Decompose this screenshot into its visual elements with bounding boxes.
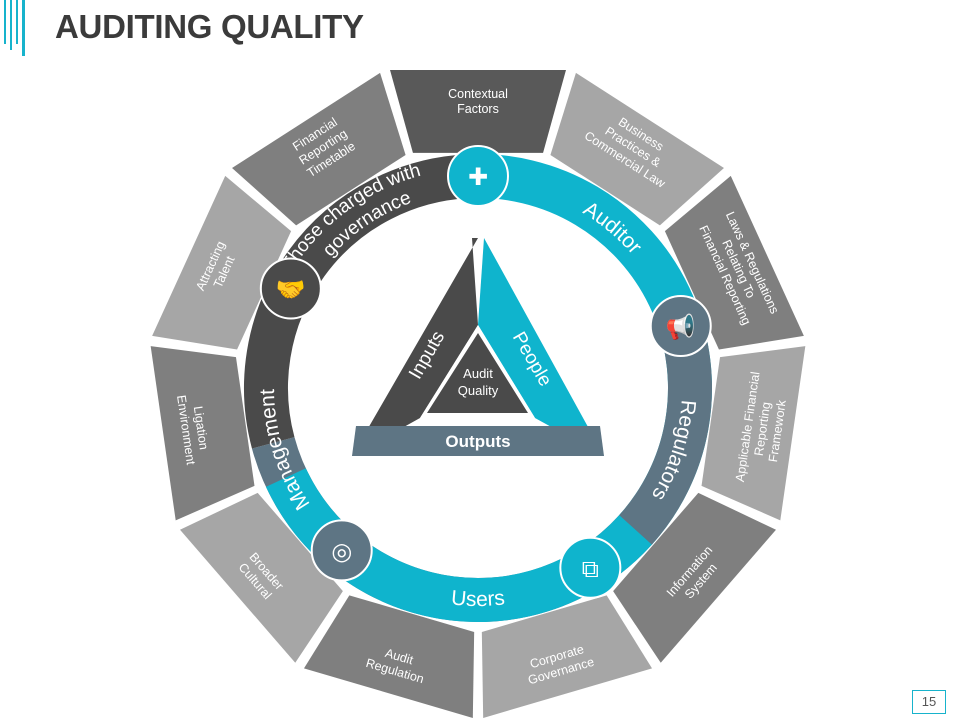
outer-segment bbox=[303, 595, 475, 718]
outer-segment bbox=[152, 175, 292, 350]
icon-disc bbox=[447, 145, 509, 207]
ring-label-users: Users bbox=[450, 586, 506, 611]
icon-disc bbox=[310, 519, 373, 582]
icon-disc bbox=[649, 295, 712, 358]
outer-segment-label-line: Contextual bbox=[448, 87, 508, 101]
outer-segment bbox=[550, 72, 724, 226]
triangle-label-center: Audit bbox=[463, 366, 493, 381]
megaphone-icon: 📢 bbox=[666, 313, 696, 341]
puzzle-pieces-icon: ⧉ bbox=[582, 555, 599, 583]
outer-segment bbox=[481, 595, 653, 718]
outer-segment bbox=[232, 72, 406, 226]
title-accent-bars bbox=[4, 0, 25, 56]
outer-segment bbox=[180, 492, 343, 663]
icon-disc bbox=[559, 536, 622, 599]
outer-segment-label: FinancialReportingTimetable bbox=[288, 114, 358, 180]
outer-segment bbox=[613, 492, 776, 663]
triangle-inputs bbox=[352, 238, 478, 456]
triangle-label-center: Quality bbox=[458, 383, 499, 398]
outer-segment bbox=[701, 346, 806, 521]
puzzle-piece-icon: ✚ bbox=[468, 163, 488, 191]
icon-disc bbox=[259, 257, 322, 320]
page-title: AUDITING QUALITY bbox=[55, 8, 364, 45]
triangle-label-outputs: Outputs bbox=[445, 432, 510, 451]
triangle-outputs bbox=[352, 426, 604, 456]
outer-segment-label-line: Ligation bbox=[191, 405, 211, 450]
handshake-icon: 🤝 bbox=[276, 275, 306, 303]
target-icon: ◎ bbox=[331, 537, 352, 565]
triangle-people bbox=[478, 238, 604, 456]
page-number: 15 bbox=[912, 690, 946, 714]
triangle-center bbox=[427, 333, 528, 413]
outer-segment bbox=[390, 69, 566, 153]
outer-segment-label-line: Factors bbox=[457, 102, 499, 116]
outer-segment bbox=[150, 346, 255, 521]
